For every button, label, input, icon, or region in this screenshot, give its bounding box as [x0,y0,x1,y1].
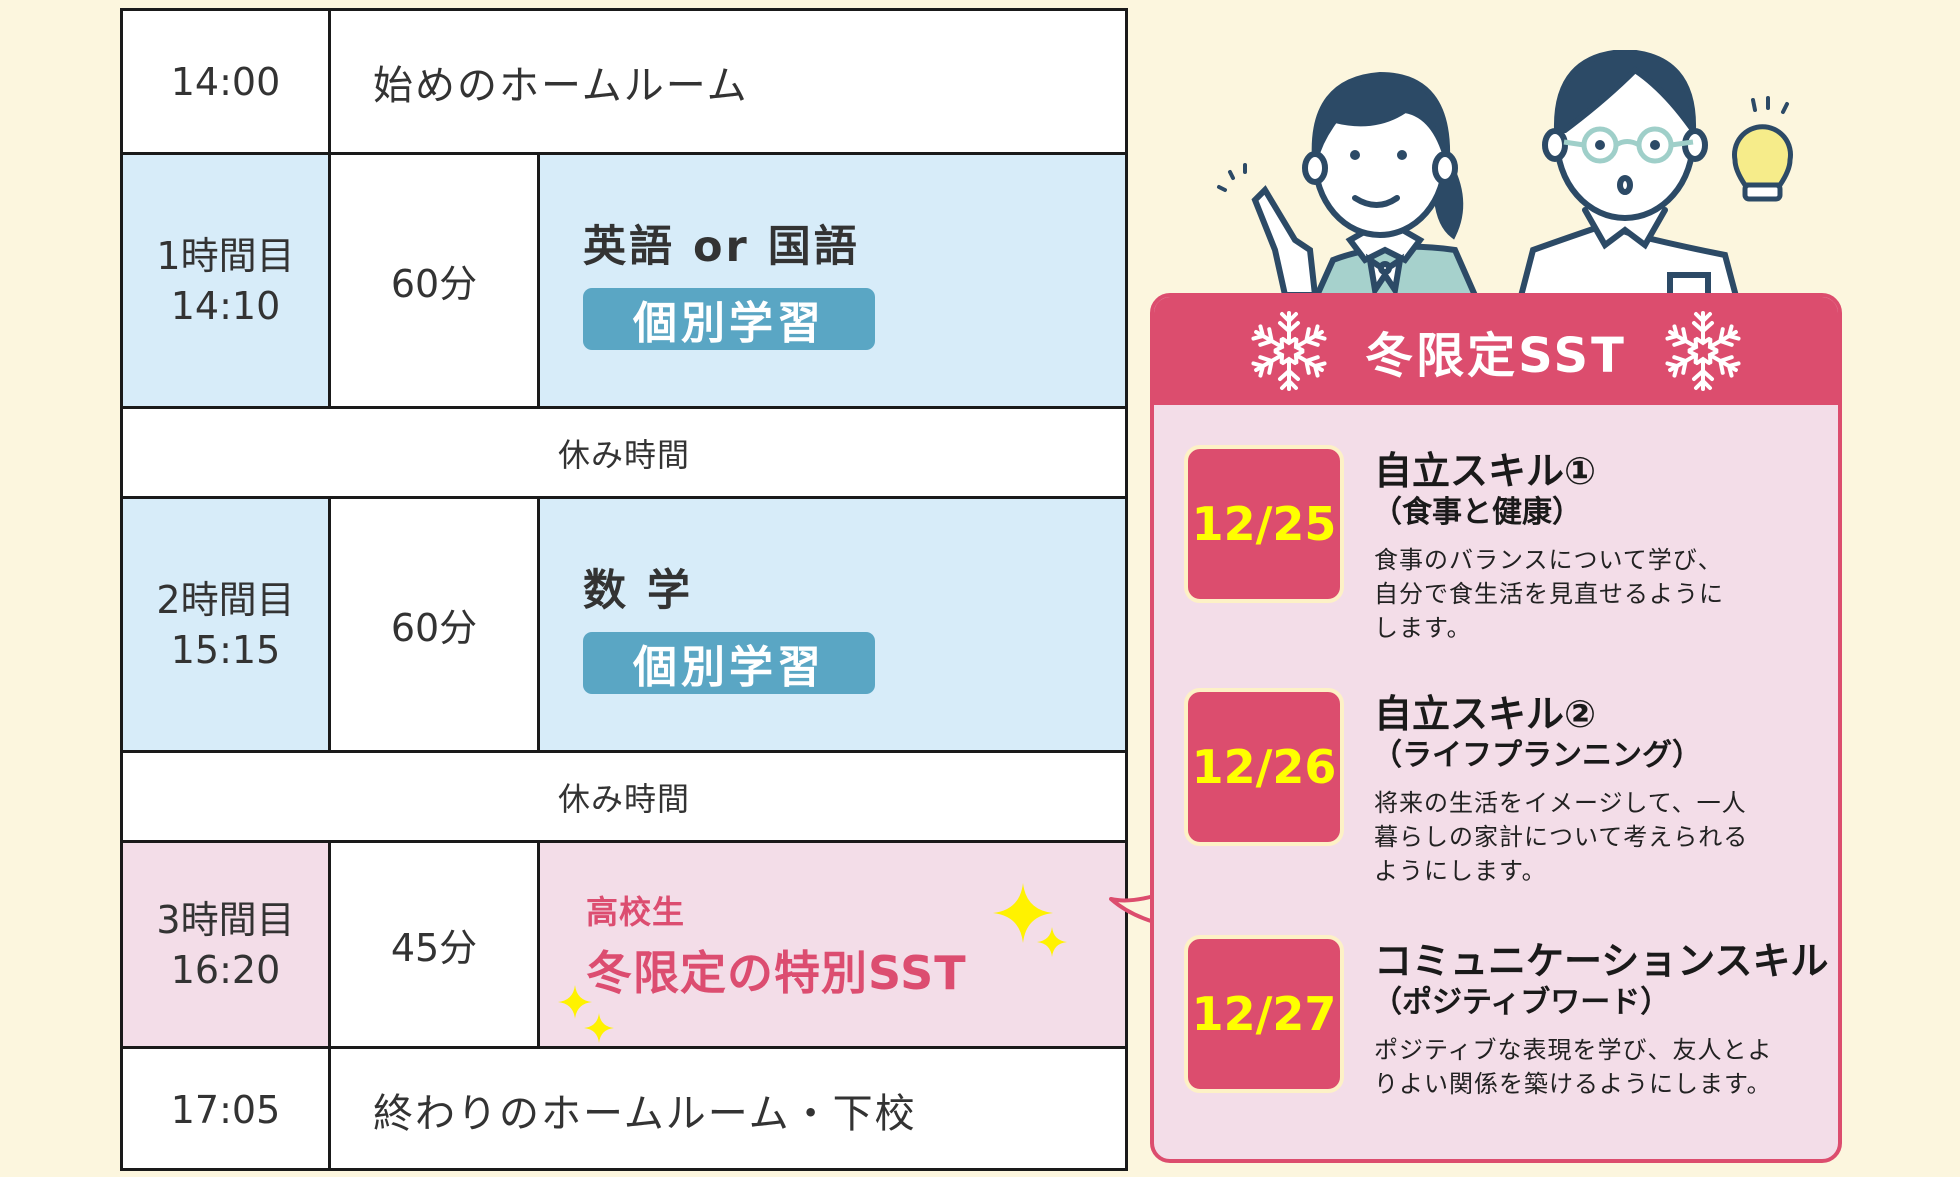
item-title: 自立スキル② [1374,692,1597,736]
activity-label: 始めのホームルーム [373,62,749,109]
winter-sst-panel: 冬限定SST 12/25 自立スキル① （食事と健康） 食事のバランスについて学… [1150,293,1842,1163]
individual-study-badge: 個別学習 [583,631,875,694]
sst-item: 12/26 自立スキル② （ライフプランニング） 将来の生活をイメージして、一人… [1184,688,1828,885]
item-description: ポジティブな表現を学び、友人とよ りよい関係を築けるようにします。 [1374,1036,1773,1098]
students-illustration [1217,50,1793,300]
row-closing-homeroom: 17:05 終わりのホームルーム・下校 [123,1049,1125,1171]
activity-cell: 始めのホームルーム [331,11,1125,152]
speech-bubble-pointer [1109,894,1155,924]
subject-cell: 高校生 冬限定の特別SST [540,843,1125,1046]
time-label: 14:00 [170,59,281,104]
item-subtitle: （ポジティブワード） [1372,985,1671,1020]
time-label: 15:15 [170,627,281,672]
sst-audience-label: 高校生 [586,892,686,931]
item-description: 将来の生活をイメージして、一人 暮らしの家計について考えられる ようにします。 [1374,789,1749,885]
row-period-1: 1時間目 14:10 60分 英語 or 国語 個別学習 [123,155,1125,409]
item-subtitle: （食事と健康） [1372,495,1582,530]
period-cell: 2時間目 15:15 [123,499,331,750]
row-period-3: 3時間目 16:20 45分 高校生 冬限定の特別SST [123,843,1125,1049]
snowflake-icon [1663,311,1743,391]
date-box: 12/25 [1184,445,1344,603]
activity-label: 終わりのホームルーム・下校 [373,1091,917,1137]
sst-item: 12/27 コミュニケーションスキル （ポジティブワード） ポジティブな表現を学… [1184,935,1829,1098]
subject-cell: 英語 or 国語 個別学習 [540,155,1125,406]
row-opening-homeroom: 14:00 始めのホームルーム [123,11,1125,155]
break-label: 休み時間 [557,779,690,818]
schedule-table: 14:00 始めのホームルーム 1時間目 14:10 60分 英語 or 国語 … [120,8,1128,1171]
panel-title: 冬限定SST [1365,328,1627,384]
item-title: コミュニケーションスキル [1374,939,1829,983]
period-label: 3時間目 [156,897,295,942]
snowflake-icon [1249,311,1329,391]
period-label: 1時間目 [156,233,295,278]
lightbulb-icon [1732,96,1793,202]
time-label: 14:10 [170,283,281,328]
period-cell: 3時間目 16:20 [123,843,331,1046]
time-label: 17:05 [170,1088,281,1132]
duration-cell: 60分 [331,499,540,750]
time-label: 16:20 [170,947,281,992]
duration-label: 60分 [390,262,478,306]
activity-cell: 終わりのホームルーム・下校 [331,1049,1125,1171]
row-break-2: 休み時間 [123,753,1125,843]
panel-header: 冬限定SST [1154,297,1838,405]
duration-label: 60分 [390,606,478,650]
item-title: 自立スキル① [1374,449,1597,493]
subject-label: 英語 or 国語 [583,221,860,272]
period-label: 2時間目 [156,577,295,622]
duration-label: 45分 [390,926,478,970]
duration-cell: 60分 [331,155,540,406]
period-cell: 1時間目 14:10 [123,155,331,406]
subject-cell: 数 学 個別学習 [540,499,1125,750]
sparkle-icon [993,883,1053,943]
sparkle-icon [584,1013,614,1043]
date-box: 12/26 [1184,688,1344,846]
sst-title-label: 冬限定の特別SST [586,945,967,1000]
duration-cell: 45分 [331,843,540,1046]
item-description: 食事のバランスについて学び、 自分で食生活を見直せるように します。 [1374,546,1724,642]
row-period-2: 2時間目 15:15 60分 数 学 個別学習 [123,499,1125,753]
individual-study-badge: 個別学習 [583,287,875,350]
subject-label: 数 学 [583,565,693,616]
time-cell: 17:05 [123,1049,331,1171]
sparkle-icon [1037,927,1067,957]
sst-item: 12/25 自立スキル① （食事と健康） 食事のバランスについて学び、 自分で食… [1184,445,1828,642]
row-break-1: 休み時間 [123,409,1125,499]
date-box: 12/27 [1184,935,1344,1093]
item-subtitle: （ライフプランニング） [1372,738,1702,773]
sparkle-icon [558,985,592,1019]
time-cell: 14:00 [123,11,331,152]
break-label: 休み時間 [557,435,690,474]
